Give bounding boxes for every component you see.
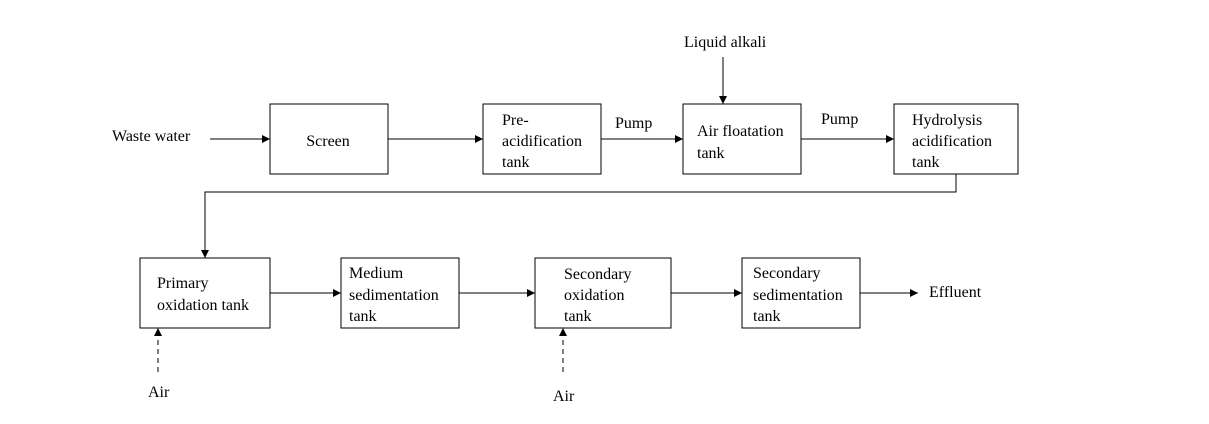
node-primary-oxidation-tank: Primary oxidation tank <box>139 257 271 329</box>
node-secondary-sedimentation-line-1: Secondary <box>753 265 821 282</box>
node-hydrolysis-line-1: Hydrolysis <box>912 112 982 129</box>
node-secondary-sedimentation-line-3: tank <box>753 308 781 325</box>
node-pre-acidification-line-3: tank <box>502 154 530 171</box>
node-secondary-oxidation-line-2: oxidation <box>564 287 624 304</box>
node-air-floatation-line-2: tank <box>697 145 725 162</box>
node-primary-oxidation-line-2: oxidation tank <box>157 297 249 314</box>
node-secondary-sedimentation-tank: Secondary sedimentation tank <box>741 257 861 329</box>
node-secondary-sedimentation-line-2: sedimentation <box>753 287 843 304</box>
input-waste-water-label: Waste water <box>112 128 191 145</box>
node-hydrolysis-line-3: tank <box>912 154 940 171</box>
node-screen-label: Screen <box>306 133 350 150</box>
node-secondary-oxidation-line-3: tank <box>564 308 592 325</box>
node-medium-sedimentation-line-3: tank <box>349 308 377 325</box>
node-medium-sedimentation-line-2: sedimentation <box>349 287 439 304</box>
node-medium-sedimentation-line-1: Medium <box>349 265 404 282</box>
node-medium-sedimentation-tank: Medium sedimentation tank <box>340 257 460 329</box>
node-pre-acidification-line-1: Pre- <box>502 112 529 129</box>
node-pre-acidification-tank: Pre- acidification tank <box>482 103 602 175</box>
arrow-hydrolysis-to-primary-oxidation <box>201 174 957 258</box>
output-effluent-label: Effluent <box>929 284 982 301</box>
node-screen: Screen <box>269 103 389 175</box>
node-secondary-oxidation-line-1: Secondary <box>564 266 632 283</box>
node-primary-oxidation-line-1: Primary <box>157 275 209 292</box>
input-air-secondary-label: Air <box>553 388 575 405</box>
pump-label-2: Pump <box>821 111 858 128</box>
pump-label-1: Pump <box>615 115 652 132</box>
node-air-floatation-tank: Air floatation tank <box>682 103 802 175</box>
input-air-primary-label: Air <box>148 384 170 401</box>
node-air-floatation-line-1: Air floatation <box>697 123 784 140</box>
node-hydrolysis-line-2: acidification <box>912 133 992 150</box>
node-hydrolysis-acidification-tank: Hydrolysis acidification tank <box>893 103 1019 175</box>
input-liquid-alkali-label: Liquid alkali <box>684 34 767 51</box>
node-secondary-oxidation-tank: Secondary oxidation tank <box>534 257 672 329</box>
node-pre-acidification-line-2: acidification <box>502 133 582 150</box>
